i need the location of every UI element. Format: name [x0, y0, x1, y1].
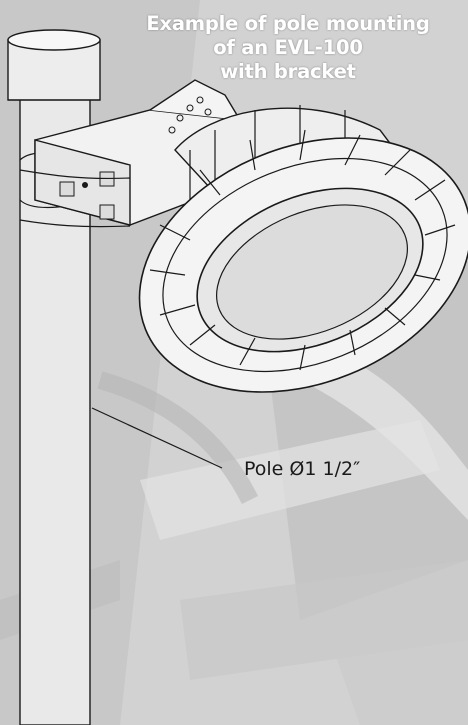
evl-100-lamp — [138, 105, 468, 393]
pole-leader-line — [91, 407, 223, 469]
title-line-1: Example of pole mounting — [146, 12, 430, 35]
title-line-2: of an EVL-100 — [213, 36, 363, 59]
diagram-title: Example of pole mounting of an EVL-100 w… — [118, 12, 458, 84]
pole-size-label: Pole Ø1 1/2″ — [244, 458, 361, 480]
title-line-3: with bracket — [220, 60, 356, 83]
